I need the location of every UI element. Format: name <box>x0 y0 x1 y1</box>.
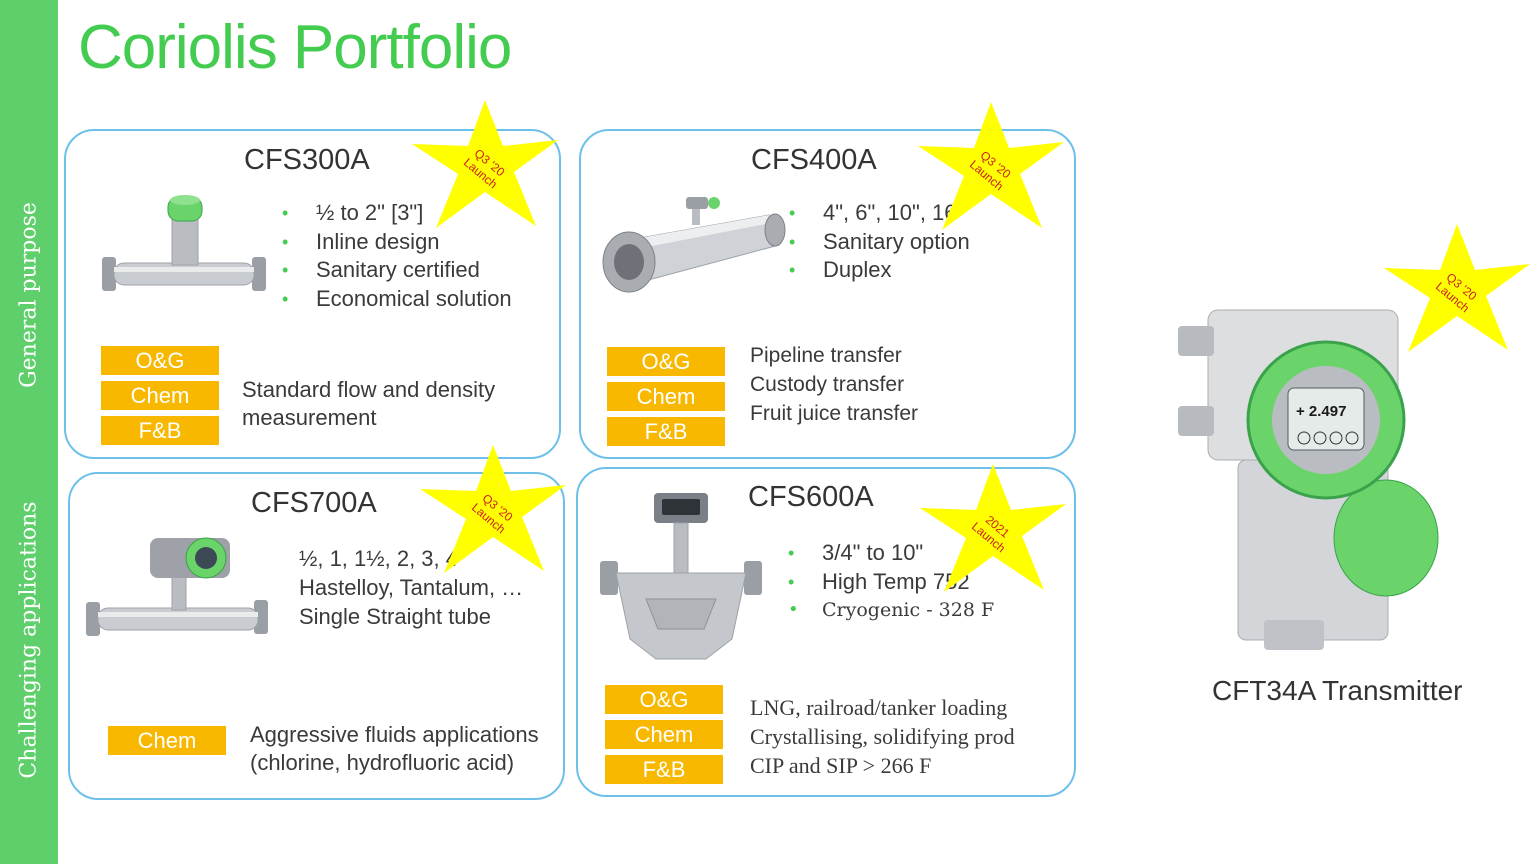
application-list: LNG, railroad/tanker loading Crystallisi… <box>750 693 1015 780</box>
spec-item: Cryogenic - 328 F <box>788 596 994 625</box>
tag-chem: Chem <box>607 382 725 411</box>
application-list: Pipeline transfer Custody transfer Fruit… <box>750 341 918 428</box>
spec-item: Sanitary certified <box>282 256 512 285</box>
spec-item: Sanitary option <box>789 228 970 257</box>
spec-list: 3/4" to 10" High Temp 752 Cryogenic - 32… <box>788 539 994 625</box>
application-line: Pipeline transfer <box>750 344 902 367</box>
application-line: measurement <box>242 405 377 430</box>
industry-tags: O&G Chem F&B <box>605 685 723 784</box>
flowmeter-image <box>102 195 266 291</box>
tag-chem: Chem <box>108 726 226 755</box>
flowmeter-image <box>600 493 762 660</box>
industry-tags: O&G Chem F&B <box>607 347 725 446</box>
card-title: CFS400A <box>751 144 877 176</box>
application-line: Fruit juice transfer <box>750 402 919 425</box>
spec-item: 3/4" to 10" <box>788 539 994 568</box>
spec-list: ½ to 2" [3"] Inline design Sanitary cert… <box>282 199 512 313</box>
transmitter-caption: CFT34A Transmitter <box>1212 675 1463 706</box>
application-line: CIP and SIP > 266 F <box>750 753 932 778</box>
tag-chem: Chem <box>605 720 723 749</box>
tag-fb: F&B <box>607 417 725 446</box>
application-line: (chlorine, hydrofluoric acid) <box>250 750 515 775</box>
star-icon <box>1384 224 1530 352</box>
page-title: Coriolis Portfolio <box>78 13 512 82</box>
star-icon <box>920 464 1066 592</box>
spec-item: ½, 1, 1½, 2, 3, 4" <box>299 546 466 571</box>
flowmeter-image <box>602 197 786 293</box>
spec-item: High Temp 752 <box>788 568 994 597</box>
tag-chem: Chem <box>101 381 219 410</box>
spec-item: Inline design <box>282 228 512 257</box>
tag-fb: F&B <box>101 416 219 445</box>
tag-fb: F&B <box>605 755 723 784</box>
application-line: LNG, railroad/tanker loading <box>750 695 1008 720</box>
spec-item: Duplex <box>789 256 970 285</box>
application-line: Custody transfer <box>750 373 905 396</box>
sidebar-band: General purpose Challenging applications <box>0 0 58 864</box>
card-cfs400a: CFS400A 4", 6", 10", 16" Sanitary option… <box>579 129 1076 459</box>
card-title: CFS600A <box>748 481 874 513</box>
spec-item: ½ to 2" [3"] <box>282 199 512 228</box>
tag-og: O&G <box>605 685 723 714</box>
transmitter-display-value: + 2.497 <box>1296 403 1346 420</box>
spec-item: Economical solution <box>282 285 512 314</box>
tag-og: O&G <box>607 347 725 376</box>
transmitter-image: + 2.497 <box>1178 309 1439 650</box>
section-label-challenging-applications: Challenging applications <box>16 501 42 779</box>
star-icon <box>918 102 1064 230</box>
star-icon <box>420 445 566 573</box>
application-line: Crystallising, solidifying prod <box>750 724 1015 749</box>
flowmeter-image <box>86 537 268 636</box>
section-label-general-purpose: General purpose <box>16 202 42 388</box>
application-text: Standard flow and density measurement <box>242 376 495 432</box>
spec-item: Hastelloy, Tantalum, … <box>299 575 524 600</box>
star-icon <box>412 100 558 228</box>
card-title: CFS700A <box>251 487 377 519</box>
application-line: Aggressive fluids applications <box>250 722 539 747</box>
tag-og: O&G <box>101 346 219 375</box>
spec-list: 4", 6", 10", 16" Sanitary option Duplex <box>789 199 970 285</box>
card-title: CFS300A <box>244 144 370 176</box>
spec-item: 4", 6", 10", 16" <box>789 199 970 228</box>
spec-list: ½, 1, 1½, 2, 3, 4" Hastelloy, Tantalum, … <box>299 544 523 631</box>
application-text: Aggressive fluids applications (chlorine… <box>250 721 539 777</box>
application-line: Standard flow and density <box>242 377 496 402</box>
spec-item: Single Straight tube <box>299 604 492 629</box>
industry-tags: Chem <box>108 726 226 755</box>
industry-tags: O&G Chem F&B <box>101 346 219 445</box>
